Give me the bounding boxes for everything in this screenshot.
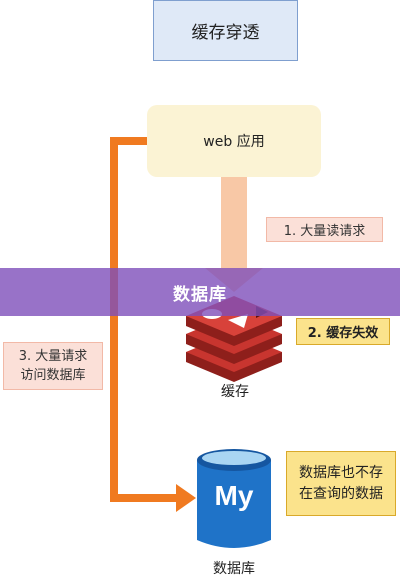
bypass-arrowhead	[176, 484, 196, 512]
bypass-arrow	[110, 137, 178, 502]
db-requests-line2: 访问数据库	[20, 368, 86, 383]
web-app-node: web 应用	[147, 105, 321, 177]
read-requests-label: 1. 大量读请求	[266, 217, 383, 242]
db-icon-text: My	[214, 480, 254, 511]
mysql-db-icon	[197, 449, 271, 548]
db-caption: 数据库	[213, 561, 255, 577]
db-missing-note: 数据库也不存 在查询的数据	[286, 451, 396, 516]
diagram-title: 缓存穿透	[153, 0, 298, 61]
cache-caption: 缓存	[221, 384, 249, 400]
db-requests-label: 3. 大量请求 访问数据库	[3, 342, 103, 390]
db-missing-line2: 在查询的数据	[299, 485, 383, 502]
db-missing-line1: 数据库也不存	[299, 464, 383, 481]
db-requests-line1: 3. 大量请求	[18, 349, 88, 364]
overlay-banner: 数据库	[0, 268, 400, 316]
cache-miss-label: 2. 缓存失效	[296, 318, 390, 345]
